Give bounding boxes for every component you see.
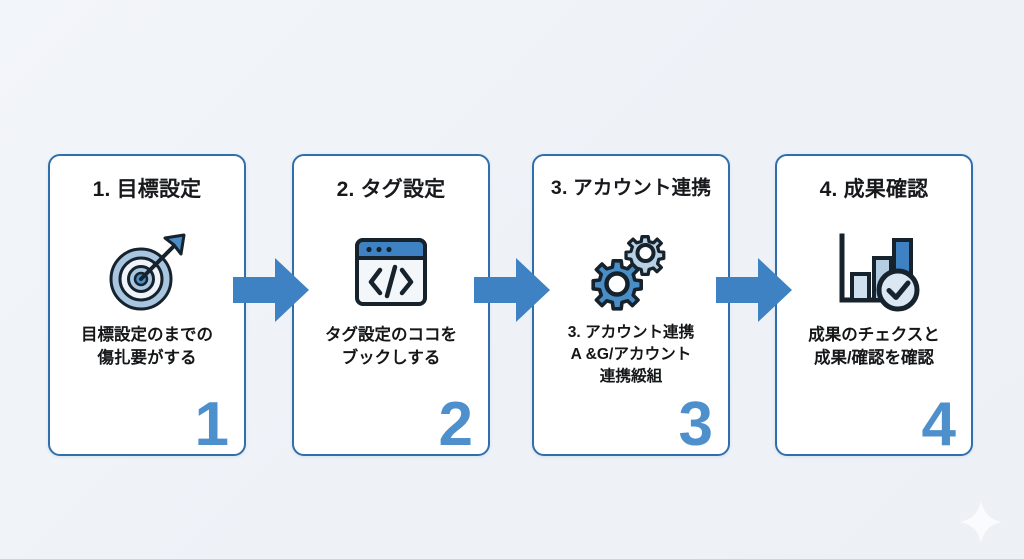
step-body-1: 目標設定のまでの 傷扎要がする — [58, 324, 236, 371]
step-body-3-line2: A &G/アカウント — [570, 345, 692, 363]
step-body-3-line3: 連携綏組 — [599, 367, 663, 385]
step-body-3: 3. アカウント連携 A &G/アカウント 連携綏組 — [542, 322, 720, 387]
step-number-2: 2 — [438, 390, 473, 459]
step-body-4: 成果のチェクスと 成果/確認を確認 — [785, 324, 963, 371]
step-title-4: 4. 成果確認 — [819, 178, 929, 201]
bar-chart-check-icon — [777, 224, 971, 320]
step-title-1: 1. 目標設定 — [92, 178, 202, 201]
step-number-4: 4 — [921, 390, 956, 459]
step-body-1-line2: 傷扎要がする — [97, 349, 197, 368]
next-step-arrow-1 — [233, 255, 309, 325]
step-card-4[interactable]: 4. 成果確認 成果のチェクスと 成果/確認を確認 4 — [775, 154, 973, 456]
step-card-1[interactable]: 1. 目標設定 目標設定のまでの 傷扎要がする 1 — [48, 154, 246, 456]
step-number-1: 1 — [194, 390, 229, 459]
gears-icon — [534, 224, 728, 320]
step-body-4-line1: 成果のチェクスと — [808, 326, 940, 344]
code-window-icon — [294, 224, 488, 320]
next-step-arrow-2 — [474, 255, 550, 325]
target-arrow-icon — [50, 224, 244, 320]
step-card-3[interactable]: 3. アカウント連携 3. アカウント連携 A &G/アカウント 連携綏組 — [532, 154, 730, 456]
step-body-2-line2: ブックしする — [341, 349, 441, 368]
step-title-2: 2. タグ設定 — [336, 178, 446, 201]
step-number-3: 3 — [678, 390, 713, 459]
next-step-arrow-3 — [716, 255, 792, 325]
step-body-1-line1: 目標設定のまでの — [81, 326, 213, 344]
step-body-2-line1: タグ設定のココを — [325, 326, 457, 344]
step-title-3: 3. アカウント連携 — [550, 177, 712, 199]
step-body-3-line1: 3. アカウント連携 — [567, 324, 695, 341]
step-card-2[interactable]: 2. タグ設定 タグ設定のココを ブックしする 2 — [292, 154, 490, 456]
step-body-4-line2: 成果/確認を確認 — [813, 349, 935, 368]
step-body-2: タグ設定のココを ブックしする — [302, 324, 480, 371]
